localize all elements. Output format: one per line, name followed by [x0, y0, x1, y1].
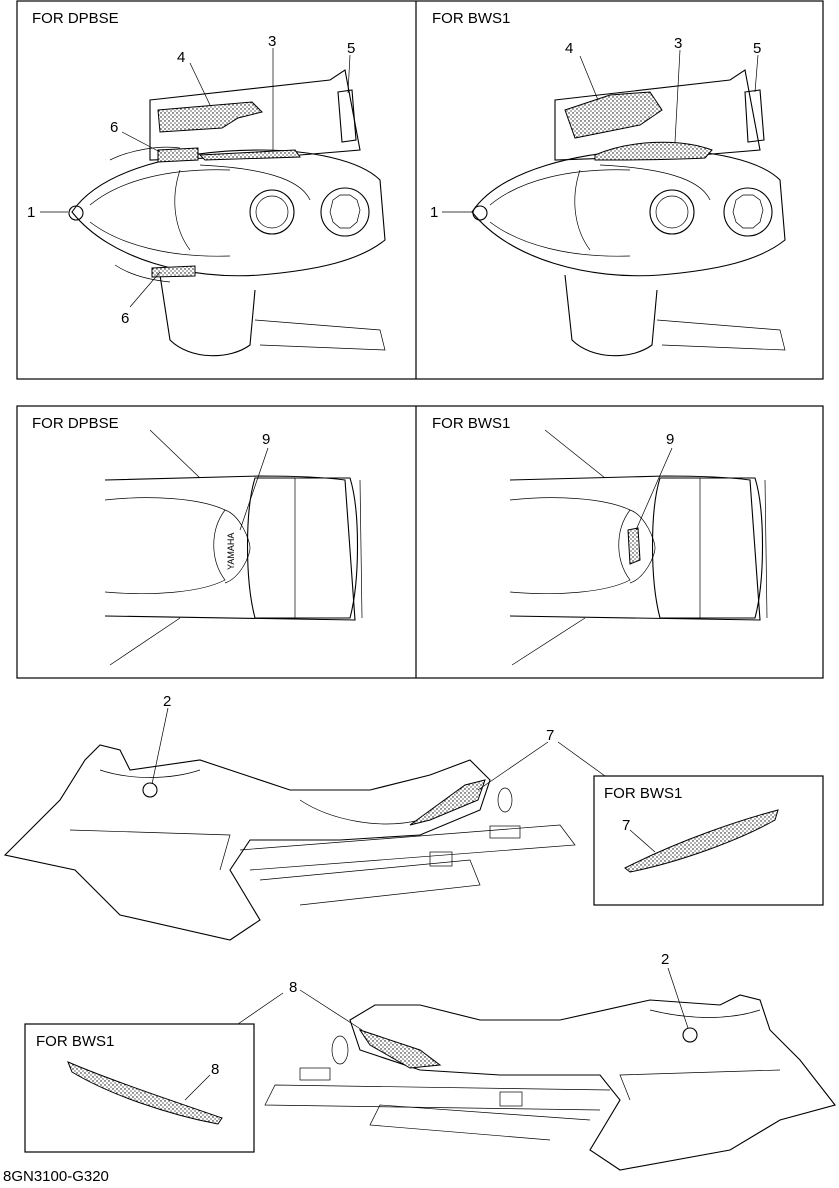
callout-9: 9 [666, 431, 674, 448]
callout-1: 1 [27, 204, 35, 221]
leader-7 [477, 741, 549, 791]
leader-2-lower [667, 967, 689, 1029]
callout-3: 3 [674, 35, 682, 52]
callout-3: 3 [268, 33, 276, 50]
callout-8: 8 [211, 1061, 219, 1078]
yamaha-decal-text: YAMAHA [226, 533, 236, 570]
leader-8-detail [184, 1074, 211, 1101]
callout-4: 4 [177, 49, 185, 66]
leader-9-left [239, 447, 269, 531]
leader-7-detail [629, 829, 656, 853]
callout-4: 4 [565, 40, 573, 57]
decal-7-detail [624, 809, 779, 873]
decal-8-detail [67, 1061, 223, 1125]
side-view-right [264, 994, 836, 1171]
side-view-left [3, 744, 576, 941]
inset-upper-label: FOR BWS1 [604, 785, 682, 802]
mid-right-panel-label: FOR BWS1 [432, 415, 510, 432]
callout-6: 6 [121, 310, 129, 327]
callout-2: 2 [163, 693, 171, 710]
leader-8 [299, 989, 363, 1031]
callout-5: 5 [347, 40, 355, 57]
top-left-panel-label: FOR DPBSE [32, 10, 119, 27]
mid-left-panel-label: FOR DPBSE [32, 415, 119, 432]
top-left-leaders [40, 48, 351, 308]
leader-8-inset [237, 992, 284, 1025]
top-right-front-view [471, 69, 786, 357]
callout-1: 1 [430, 204, 438, 221]
top-views-frame [16, 0, 824, 380]
callout-2: 2 [661, 951, 669, 968]
leader-9-right [635, 447, 673, 531]
leader-2-upper [151, 707, 169, 785]
top-left-front-view [68, 69, 386, 357]
callout-6: 6 [110, 119, 118, 136]
top-right-panel-label: FOR BWS1 [432, 10, 510, 27]
inset-upper-frame [593, 775, 824, 906]
callout-5: 5 [753, 40, 761, 57]
callout-8: 8 [289, 979, 297, 996]
inset-lower-frame [24, 1023, 255, 1153]
callout-9: 9 [262, 431, 270, 448]
top-right-leaders [442, 49, 759, 213]
callout-7: 7 [546, 727, 554, 744]
mid-views-frame [16, 405, 824, 679]
drawing-code: 8GN3100-G320 [3, 1168, 109, 1185]
leader-7-inset [557, 741, 606, 777]
mid-left-seat-view: YAMAHA [104, 429, 363, 666]
mid-right-seat-view [509, 429, 768, 666]
callout-7: 7 [622, 817, 630, 834]
inset-lower-label: FOR BWS1 [36, 1033, 114, 1050]
